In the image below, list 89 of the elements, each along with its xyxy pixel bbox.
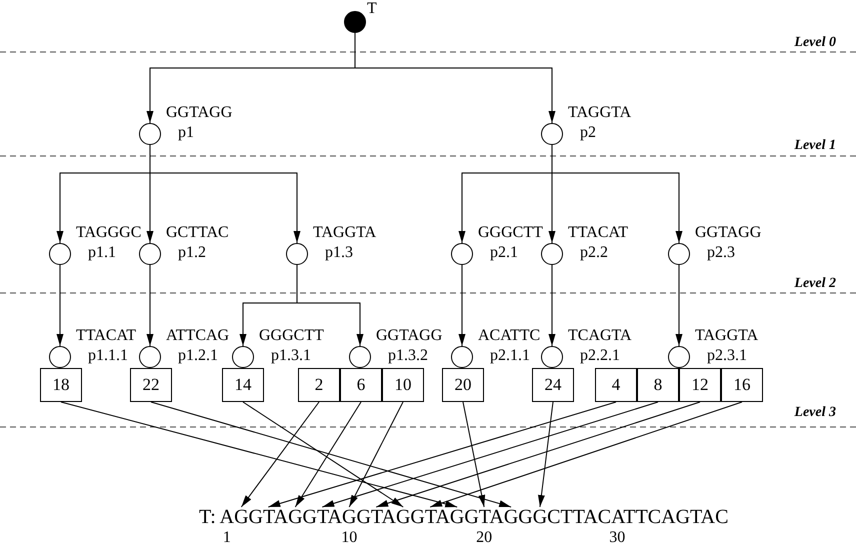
node-id-label: p2.3 — [707, 244, 735, 262]
node-label: TTACAT — [568, 224, 628, 242]
tree-node — [232, 346, 254, 368]
position-box: 20 — [442, 368, 484, 402]
node-id-label: p2.3.1 — [707, 347, 747, 365]
root-node — [344, 11, 366, 33]
node-label: GGTAGG — [166, 104, 232, 122]
node-id-label: p2.1 — [490, 244, 518, 262]
position-box: 8 — [637, 368, 679, 402]
arrow — [322, 402, 658, 508]
tree-node — [286, 243, 308, 265]
node-label: TAGGTA — [568, 104, 632, 122]
position-box: 12 — [679, 368, 721, 402]
node-id-label: p1.2 — [178, 244, 206, 262]
position-box: 4 — [595, 368, 637, 402]
tree-node — [49, 346, 71, 368]
position-number: 10 — [341, 529, 358, 547]
arrow — [538, 402, 554, 508]
arrow — [296, 264, 364, 346]
tree-node — [541, 243, 563, 265]
node-label: TAGGGC — [76, 224, 142, 242]
node-label: T — [367, 0, 377, 18]
arrow — [430, 402, 742, 508]
arrow — [552, 144, 682, 244]
node-label: ACATTC — [478, 327, 540, 345]
arrow — [60, 402, 458, 508]
arrow — [56, 264, 64, 346]
arrow — [242, 402, 404, 508]
arrow — [268, 402, 616, 508]
arrow — [376, 402, 700, 508]
arrow — [458, 264, 466, 346]
node-id-label: p1.1.1 — [88, 347, 128, 365]
tree-node — [139, 123, 161, 145]
arrow — [150, 144, 300, 244]
level-label: Level 3 — [794, 405, 836, 421]
position-box: 2 — [298, 368, 340, 402]
position-number: 1 — [222, 529, 231, 547]
node-id-label: p1.3.2 — [388, 347, 428, 365]
position-number: 30 — [609, 529, 626, 547]
level-label: Level 2 — [794, 276, 836, 292]
arrow — [462, 402, 486, 508]
arrow — [146, 264, 154, 346]
node-label: GCTTAC — [166, 224, 229, 242]
node-label: TAGGTA — [695, 327, 758, 345]
arrow — [240, 402, 320, 508]
node-label: GGTAGG — [695, 224, 762, 242]
node-id-label: p2 — [580, 124, 596, 142]
tree-node — [451, 346, 473, 368]
level-label: Level 1 — [794, 138, 836, 154]
node-id-label: p2.1.1 — [490, 347, 530, 365]
node-label: TTACAT — [76, 327, 136, 345]
node-id-label: p1 — [178, 124, 194, 142]
tree-node — [541, 123, 563, 145]
tree-node — [668, 243, 690, 265]
node-label: ATTCAG — [166, 327, 230, 345]
node-label: TCAGTA — [568, 327, 632, 345]
arrow — [548, 264, 556, 346]
level-label: Level 0 — [794, 35, 836, 51]
arrow — [294, 402, 362, 508]
node-label: TAGGTA — [313, 224, 376, 242]
arrow — [354, 32, 556, 124]
node-label: GGTAGG — [376, 327, 442, 345]
tree-node — [139, 346, 161, 368]
node-id-label: p1.1 — [88, 244, 116, 262]
node-label: GGGCTT — [478, 224, 543, 242]
position-box: 24 — [532, 368, 574, 402]
position-box: 14 — [222, 368, 264, 402]
position-box: 18 — [40, 368, 82, 402]
tree-node — [451, 243, 473, 265]
tree-node — [139, 243, 161, 265]
node-id-label: p1.2.1 — [178, 347, 218, 365]
position-box: 16 — [721, 368, 763, 402]
tree-node — [541, 346, 563, 368]
node-id-label: p1.3.1 — [271, 347, 311, 365]
arrow — [676, 264, 682, 346]
arrow — [348, 402, 404, 508]
position-box: 22 — [130, 368, 172, 402]
position-box: 10 — [382, 368, 424, 402]
sequence-text: T: AGGTAGGTAGGTAGGTAGGTAGGGCTTACATTCAGTAC — [199, 506, 728, 528]
node-id-label: p2.2.1 — [580, 347, 620, 365]
position-box: 6 — [340, 368, 382, 402]
tree-node — [349, 346, 371, 368]
tree-node — [49, 243, 71, 265]
node-id-label: p2.2 — [580, 244, 608, 262]
position-number: 20 — [476, 529, 492, 547]
tree-node — [668, 346, 690, 368]
node-id-label: p1.3 — [325, 244, 353, 262]
node-label: GGGCTT — [259, 327, 324, 345]
arrow — [150, 402, 512, 508]
